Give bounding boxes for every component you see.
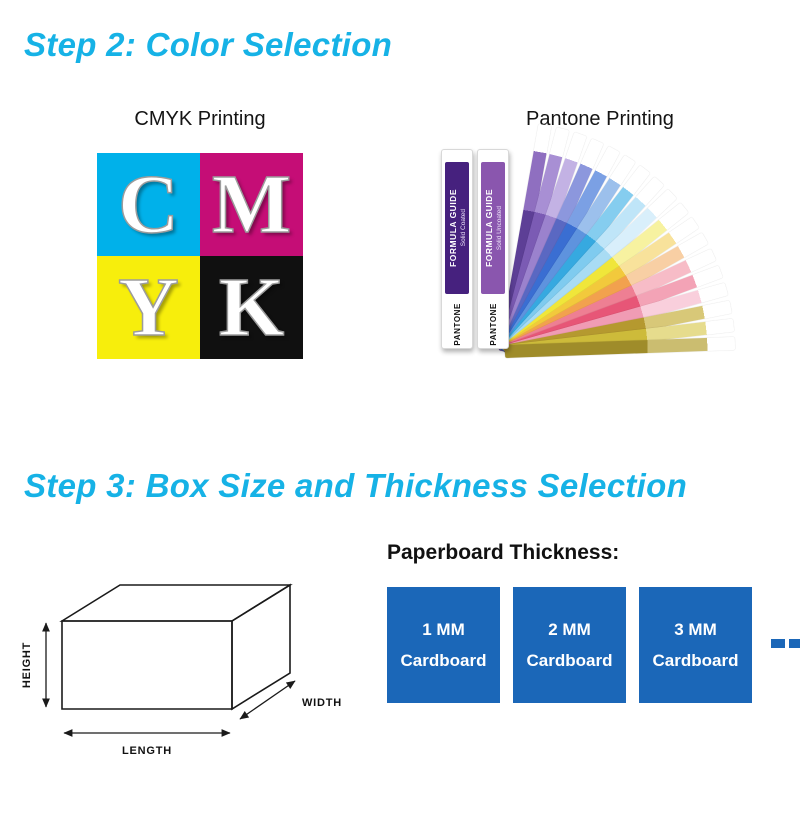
pantone-column: Pantone Printing FORMULA GUIDE Solid Coa… — [400, 108, 800, 383]
width-arrow — [239, 680, 296, 720]
cmyk-tile-magenta: M — [200, 153, 303, 256]
guide-brand: PANTONE — [488, 303, 498, 346]
box-front-face — [61, 620, 233, 710]
thickness-material: Cardboard — [400, 650, 487, 670]
box-dimension-diagram: HEIGHT LENGTH WIDTH — [0, 535, 359, 791]
box-side-face — [231, 583, 291, 711]
guide-title: FORMULA GUIDE — [483, 189, 494, 267]
width-label: WIDTH — [302, 697, 342, 709]
thickness-options: 1 MM Cardboard 2 MM Cardboard 3 MM Cardb… — [387, 587, 800, 703]
cmyk-letter-m: M — [211, 157, 292, 251]
cmyk-letter-y: Y — [117, 260, 179, 354]
cmyk-tile-yellow: Y — [97, 256, 200, 359]
pantone-guide-uncoated: FORMULA GUIDE Solid Uncoated PANTONE — [477, 149, 509, 349]
guide-subtitle: Solid Uncoated — [495, 205, 503, 251]
guide-title: FORMULA GUIDE — [447, 189, 458, 267]
thickness-value: 2 MM — [548, 619, 591, 639]
pantone-guide-uncoated-spine: FORMULA GUIDE Solid Uncoated — [481, 162, 505, 294]
height-label: HEIGHT — [21, 642, 33, 688]
guide-subtitle: Solid Coated — [459, 209, 467, 247]
more-options-indicator — [771, 639, 800, 648]
thickness-option-1mm: 1 MM Cardboard — [387, 587, 500, 703]
thickness-option-3mm: 3 MM Cardboard — [639, 587, 752, 703]
thickness-value: 3 MM — [674, 619, 717, 639]
size-thickness-section: HEIGHT LENGTH WIDTH Paperboard Thickness… — [0, 535, 800, 791]
thickness-column: Paperboard Thickness: 1 MM Cardboard 2 M… — [359, 535, 800, 791]
cmyk-label: CMYK Printing — [134, 108, 266, 130]
guide-brand: PANTONE — [452, 303, 462, 346]
thickness-material: Cardboard — [526, 650, 613, 670]
thickness-option-2mm: 2 MM Cardboard — [513, 587, 626, 703]
cmyk-tile-black: K — [200, 256, 303, 359]
color-selection-section: CMYK Printing C M Y K Pantone Printing F… — [0, 108, 800, 383]
thickness-material: Cardboard — [652, 650, 739, 670]
box-diagram-svg: HEIGHT LENGTH WIDTH — [21, 583, 342, 757]
step2-title: Step 2: Color Selection — [24, 26, 393, 63]
cmyk-column: CMYK Printing C M Y K — [0, 108, 400, 383]
pantone-guide-coated-spine: FORMULA GUIDE Solid Coated — [445, 162, 469, 294]
pantone-guide-coated: FORMULA GUIDE Solid Coated PANTONE — [441, 149, 473, 349]
cmyk-tile-cyan: C — [97, 153, 200, 256]
length-label: LENGTH — [122, 745, 172, 757]
pantone-label: Pantone Printing — [526, 108, 674, 130]
step3-title: Step 3: Box Size and Thickness Selection — [24, 467, 688, 504]
cmyk-letter-k: K — [218, 260, 285, 354]
cmyk-letter-c: C — [117, 157, 179, 251]
cmyk-grid: C M Y K — [97, 153, 303, 359]
thickness-heading: Paperboard Thickness: — [387, 541, 620, 564]
box-top-face — [59, 584, 293, 622]
pantone-fan-illustration: FORMULA GUIDE Solid Coated PANTONE FORMU… — [435, 123, 765, 383]
thickness-value: 1 MM — [422, 619, 465, 639]
